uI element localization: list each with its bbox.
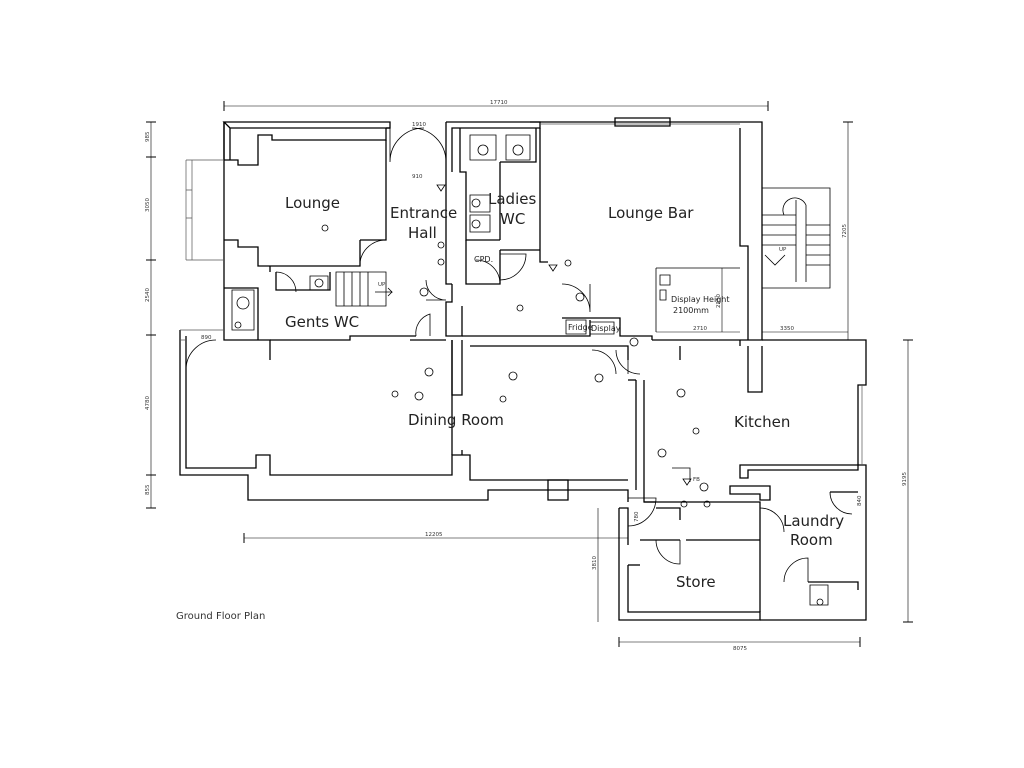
dim-bottom-12205: 12205 bbox=[425, 532, 443, 538]
light-fittings bbox=[321, 184, 709, 492]
room-label-gents-wc: Gents WC bbox=[285, 313, 359, 331]
drawing-caption: Ground Floor Plan bbox=[176, 611, 265, 622]
dim-right-7205: 7205 bbox=[842, 224, 848, 238]
dim-left-985: 985 bbox=[145, 131, 151, 142]
label-fb: FB bbox=[693, 477, 700, 483]
room-label-cpd: CPD. bbox=[474, 255, 493, 264]
label-display: Display bbox=[591, 324, 621, 333]
dim-840: 840 bbox=[857, 495, 863, 506]
room-label-ladies-wc: WC bbox=[500, 210, 525, 228]
label-display-height-value: 2100mm bbox=[673, 306, 709, 315]
external-walls bbox=[179, 117, 867, 621]
label-external-stair-up: UP bbox=[779, 247, 787, 253]
label-stair-up: UP bbox=[378, 282, 386, 288]
dimension-lines: 17710 985 3050 2540 4780 855 12205 7205 … bbox=[145, 100, 913, 652]
dim-left-855: 855 bbox=[145, 484, 151, 495]
dim-left-4780: 4780 bbox=[145, 396, 151, 410]
dim-2250: 2250 bbox=[716, 294, 722, 308]
room-label-ladies: Ladies bbox=[488, 190, 536, 208]
room-label-lounge: Lounge bbox=[285, 194, 340, 212]
dim-left-3050: 3050 bbox=[145, 198, 151, 212]
dim-1910: 1910 bbox=[412, 122, 426, 128]
dim-overall-width: 17710 bbox=[490, 100, 508, 106]
room-label-laundry: Laundry bbox=[783, 512, 844, 530]
room-label-dining-room: Dining Room bbox=[408, 411, 504, 429]
label-display-height: Display Height bbox=[671, 295, 729, 304]
dim-780: 780 bbox=[634, 511, 640, 522]
internal-walls bbox=[224, 122, 859, 612]
room-label-lounge-bar: Lounge Bar bbox=[608, 204, 694, 222]
dim-890: 890 bbox=[201, 335, 212, 341]
room-label-kitchen: Kitchen bbox=[734, 413, 790, 431]
dim-3810: 3810 bbox=[592, 556, 598, 570]
label-fridge: Fridge bbox=[568, 323, 593, 332]
dim-3350: 3350 bbox=[780, 326, 794, 332]
room-labels: Lounge Entrance Hall Ladies WC Lounge Ba… bbox=[285, 190, 844, 591]
doors bbox=[185, 127, 853, 583]
dim-bottom-8075: 8075 bbox=[733, 646, 747, 652]
room-label-store: Store bbox=[676, 573, 716, 591]
dim-left-2540: 2540 bbox=[145, 288, 151, 302]
dim-right-9195: 9195 bbox=[902, 472, 908, 486]
room-label-entrance: Entrance bbox=[390, 204, 457, 222]
room-label-laundry-room: Room bbox=[790, 531, 833, 549]
dim-2710: 2710 bbox=[693, 326, 707, 332]
dim-910: 910 bbox=[412, 174, 423, 180]
room-label-hall: Hall bbox=[408, 224, 437, 242]
